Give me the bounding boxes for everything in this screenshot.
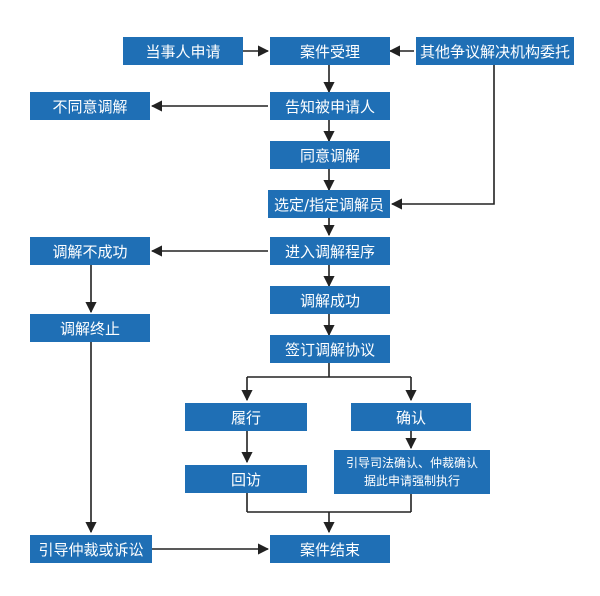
node-sign-agreement: 签订调解协议 [270,335,390,363]
node-confirm: 确认 [351,403,471,431]
node-revisit: 回访 [185,465,307,493]
node-guide-arbitration: 引导仲裁或诉讼 [30,535,152,563]
arrow-org-to-select [390,65,495,210]
node-perform: 履行 [185,403,307,431]
node-other-org: 其他争议解决机构委托 [416,37,574,65]
node-mediation-fail: 调解不成功 [30,237,150,265]
node-agree: 同意调解 [270,141,390,169]
guide-judicial-line2: 据此申请强制执行 [363,474,460,488]
node-party-apply: 当事人申请 [123,37,243,65]
node-case-accept: 案件受理 [270,37,390,65]
node-mediation-end: 调解终止 [30,314,150,342]
node-mediation-success: 调解成功 [270,286,390,314]
node-notify: 告知被申请人 [270,92,390,120]
node-guide-judicial: 引导司法确认、仲裁确认 据此申请强制执行 [334,450,490,494]
node-case-close: 案件结束 [270,535,390,563]
node-select-mediator: 选定/指定调解员 [268,190,390,218]
guide-judicial-line1: 引导司法确认、仲裁确认 [345,456,478,470]
node-disagree: 不同意调解 [30,92,150,120]
node-enter-procedure: 进入调解程序 [270,237,390,265]
